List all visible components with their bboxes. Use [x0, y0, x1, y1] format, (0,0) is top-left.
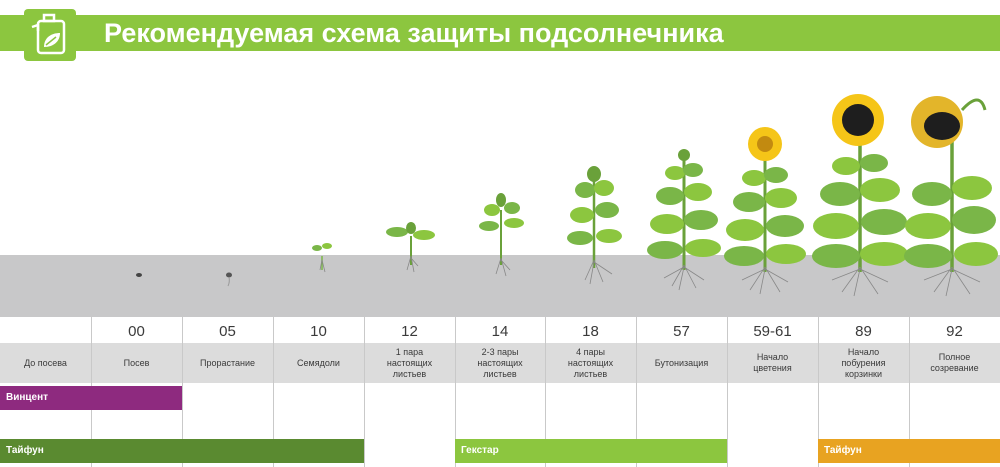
- stage-label: 2-3 пары настоящих листьев: [477, 346, 523, 379]
- stage-code: 57: [673, 323, 690, 340]
- column-divider: [636, 317, 637, 467]
- stage-label: Полное созревание: [930, 352, 979, 373]
- column-divider: [182, 317, 183, 467]
- header: Рекомендуемая схема защиты подсолнечника: [0, 0, 1000, 61]
- product-bar: Тайфун: [818, 439, 1000, 463]
- budding-plant-icon: [647, 149, 721, 291]
- mature-plant-icon: [812, 94, 908, 297]
- sprouting-seed-icon: [226, 272, 232, 287]
- stage-code: 89: [855, 323, 872, 340]
- stage-code: 05: [219, 323, 236, 340]
- stage-label: 4 пары настоящих листьев: [567, 346, 614, 379]
- stage-code: 59-61: [753, 323, 792, 340]
- stage-code: 12: [401, 323, 418, 340]
- stage-code: 14: [491, 323, 509, 340]
- stage-label-row: [0, 343, 1000, 383]
- stage-code: 92: [946, 323, 963, 340]
- stage-code: 18: [582, 323, 599, 340]
- sunflower-growth-illustration: [136, 94, 998, 297]
- seed-icon: [136, 273, 142, 277]
- seedling-one-pair-icon: [386, 222, 435, 273]
- stage-label: До посева: [24, 357, 67, 368]
- column-divider: [727, 317, 728, 467]
- column-divider: [545, 317, 546, 467]
- column-divider: [909, 317, 910, 467]
- page-title: Рекомендуемая схема защиты подсолнечника: [104, 18, 724, 48]
- column-divider: [818, 317, 819, 467]
- seedling-three-pair-icon: [479, 193, 524, 277]
- canister-leaf-icon: [24, 9, 76, 61]
- ripe-plant-icon: [904, 96, 998, 297]
- flowering-plant-icon: [724, 127, 806, 295]
- stage-label: 1 пара настоящих листьев: [386, 346, 433, 379]
- stage-label: Семядоли: [297, 357, 340, 368]
- stage-code: 00: [128, 323, 145, 340]
- product-bar: Гекстар: [455, 439, 727, 463]
- column-divider: [364, 317, 365, 467]
- stage-label: Начало побурения корзинки: [841, 346, 886, 379]
- stage-label: Посев: [123, 357, 150, 368]
- cotyledon-seedling-icon: [312, 243, 332, 273]
- product-bar: Винцент: [0, 386, 182, 410]
- young-plant-icon: [567, 166, 622, 285]
- stage-label: Начало цветения: [753, 352, 792, 373]
- column-divider: [273, 317, 274, 467]
- column-divider: [455, 317, 456, 467]
- stage-label: Прорастание: [199, 357, 256, 368]
- title-bar: [0, 15, 1000, 51]
- stage-label: Бутонизация: [654, 357, 709, 368]
- stage-code: [0, 317, 91, 343]
- stage-code: 10: [310, 323, 327, 340]
- product-bar: Тайфун: [0, 439, 364, 463]
